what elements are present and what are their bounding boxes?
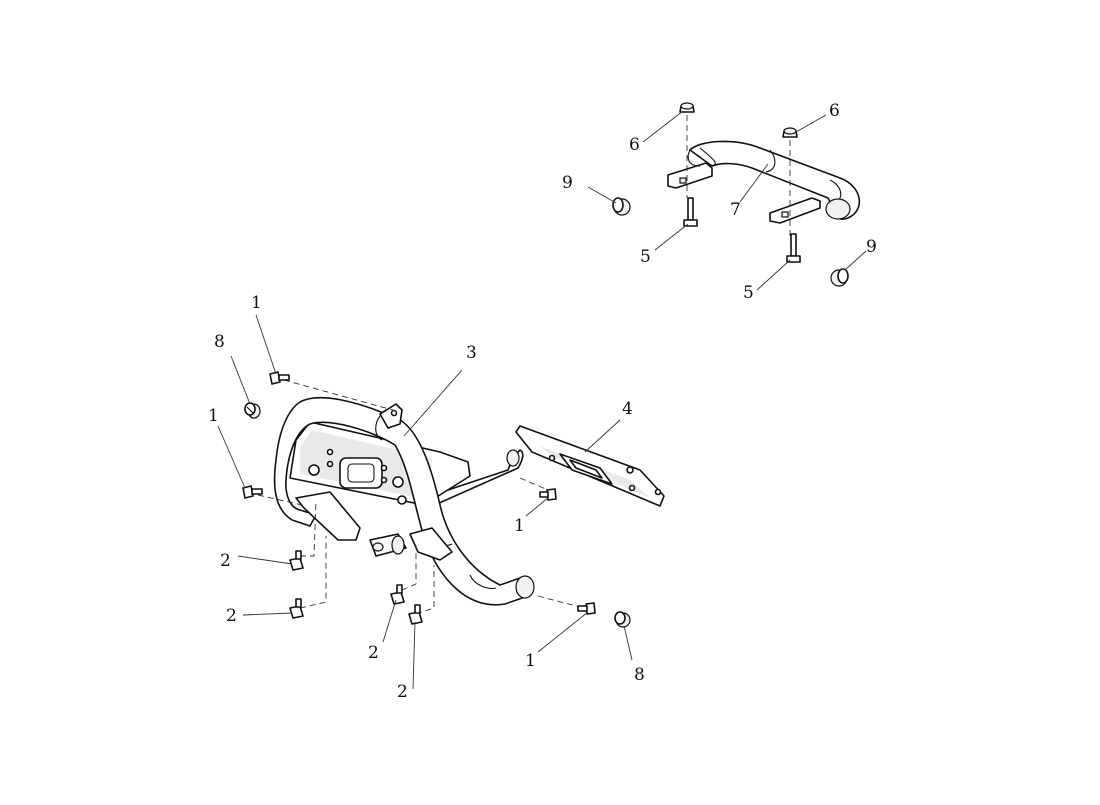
callout-7: 7: [730, 200, 741, 220]
callout-1: 1: [208, 406, 219, 426]
callout-5: 5: [743, 283, 754, 303]
callout-2: 2: [220, 551, 231, 571]
callout-5: 5: [640, 247, 651, 267]
callout-8: 8: [634, 665, 645, 685]
upper-fasteners: [679, 102, 801, 263]
callout-4: 4: [622, 399, 633, 419]
callout-2: 2: [226, 606, 237, 626]
guard-bar-part-7: [667, 140, 861, 224]
callout-1: 1: [514, 516, 525, 536]
leader-lines: [217, 110, 867, 690]
bolt-part-1-c: [539, 488, 557, 501]
callout-9: 9: [562, 173, 573, 193]
bolt-part-2-a: [289, 550, 304, 571]
callout-1: 1: [525, 651, 536, 671]
callout-9: 9: [866, 237, 877, 257]
bolt-part-1-b: [242, 485, 263, 499]
bumper-frame-part-3: [273, 396, 535, 606]
bolt-part-5-right: [786, 233, 801, 263]
bolt-part-5-left: [683, 197, 698, 227]
cap-part-9-right: [830, 268, 849, 287]
cap-part-8-lower: [614, 611, 631, 628]
bolt-part-1-d: [577, 602, 596, 615]
bolt-part-2-c: [390, 584, 405, 605]
bolt-part-2-b: [289, 598, 304, 619]
cap-part-8-upper: [244, 402, 261, 419]
lower-alignment-lines: [257, 379, 585, 615]
callout-2: 2: [397, 682, 408, 702]
nut-part-6-right: [782, 127, 798, 138]
bolt-part-2-d: [408, 604, 423, 625]
bolt-part-1-a: [269, 371, 290, 385]
callout-6: 6: [829, 101, 840, 121]
nut-part-6-left: [679, 102, 695, 113]
mounting-plate-part-4: [515, 425, 665, 507]
callout-1: 1: [251, 293, 262, 313]
cap-part-9-left: [612, 197, 631, 216]
callout-labels: 6 6 9 9 7 5 5 1 8 1 3 4 1 2 2 2 2 1 8: [208, 101, 877, 702]
callout-6: 6: [629, 135, 640, 155]
callout-8: 8: [214, 332, 225, 352]
callout-2: 2: [368, 643, 379, 663]
callout-3: 3: [466, 343, 477, 363]
